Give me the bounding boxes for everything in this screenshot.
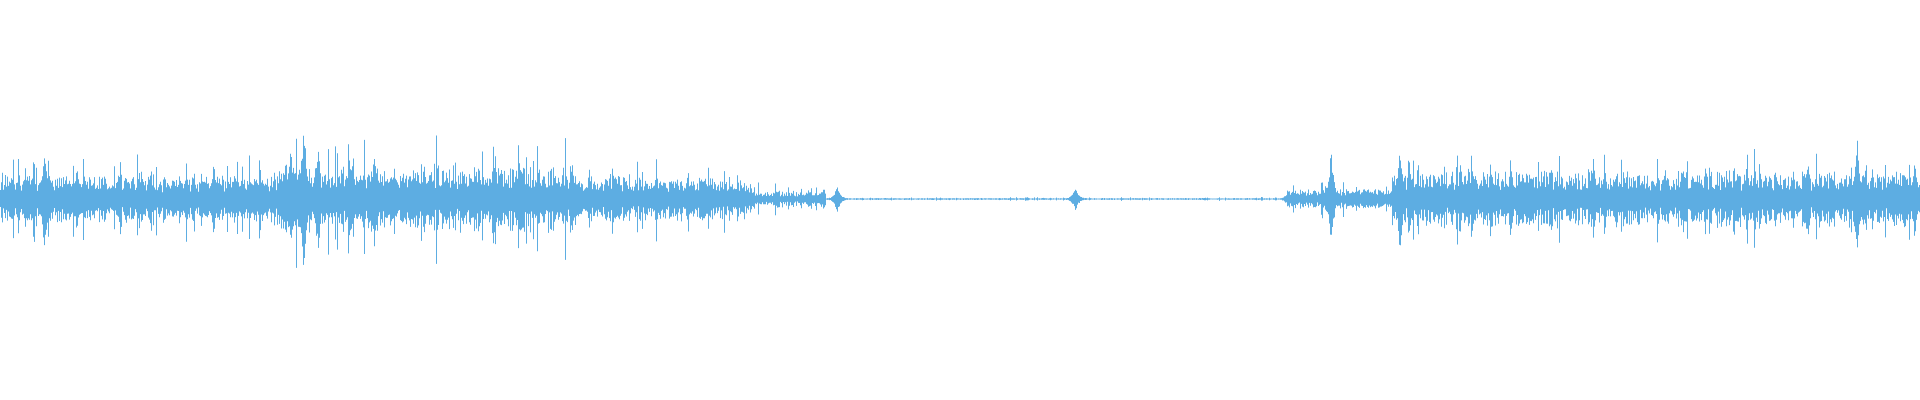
waveform-graphic[interactable]	[0, 0, 1920, 400]
audio-waveform-view[interactable]	[0, 0, 1920, 400]
